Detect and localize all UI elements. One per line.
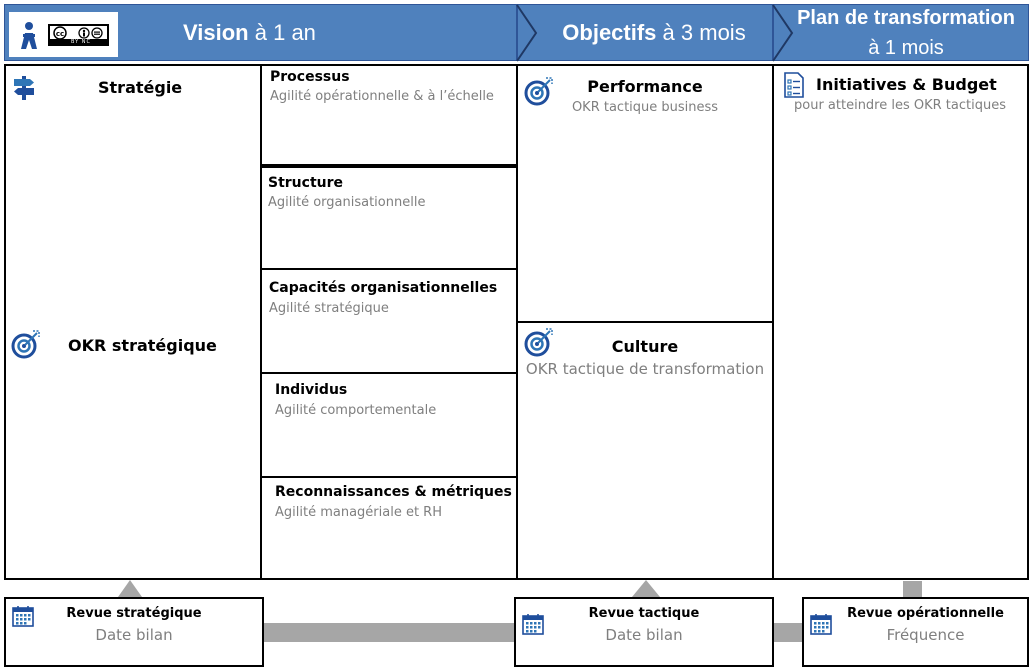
strategie-title: Stratégie: [98, 78, 183, 97]
up-arrow-strategique: [118, 580, 142, 597]
creative-commons-license-icon: cc BY NC: [48, 24, 109, 46]
culture-title: Culture: [611, 337, 679, 356]
header-vision-bold: Vision: [183, 20, 249, 45]
performance-panel: Performance OKR tactique business: [516, 64, 774, 323]
target-icon: [524, 328, 553, 357]
logo-box: cc BY NC: [9, 12, 118, 57]
review-strategique: Revue stratégique Date bilan: [4, 597, 264, 667]
section-title: Individus: [275, 382, 348, 398]
review-subtitle: Date bilan: [95, 626, 173, 644]
section-title: Processus: [270, 69, 350, 85]
culture-panel: Culture OKR tactique de transformation: [516, 321, 774, 580]
section-processus: Processus Agilité opérationnelle & à l’é…: [260, 64, 518, 166]
left-arrow-body-tactique: [772, 623, 804, 642]
header-plan: Plan de transformation à 1 mois: [773, 4, 1029, 61]
section-individus: Individus Agilité comportementale: [260, 372, 518, 478]
review-subtitle: Date bilan: [605, 626, 683, 644]
initiatives-subtitle: pour atteindre les OKR tactiques: [794, 98, 1006, 113]
target-icon: [11, 330, 40, 359]
culture-subtitle: OKR tactique de transformation: [525, 360, 765, 378]
header-objectifs-rest: à 3 mois: [662, 19, 746, 45]
calendar-icon: [522, 614, 544, 635]
section-title: Capacités organisationnelles: [269, 280, 498, 296]
review-title: Revue tactique: [588, 606, 700, 621]
calendar-icon: [810, 614, 832, 635]
initiatives-title: Initiatives & Budget: [816, 75, 997, 94]
section-subtitle: Agilité managériale et RH: [275, 505, 442, 520]
review-subtitle: Fréquence: [886, 626, 965, 644]
connector-operationnelle: [903, 581, 922, 598]
performance-title: Performance: [587, 77, 703, 96]
review-tactique: Revue tactique Date bilan: [514, 597, 774, 667]
section-capacites: Capacités organisationnelles Agilité str…: [260, 268, 518, 374]
performance-subtitle: OKR tactique business: [571, 100, 719, 115]
review-title: Revue stratégique: [66, 606, 202, 621]
review-operationnelle: Revue opérationnelle Fréquence: [802, 597, 1029, 667]
calendar-icon: [12, 606, 34, 627]
header-plan-line2: à 1 mois: [868, 36, 944, 59]
vision-left-panel: Stratégie OKR stratégique: [4, 64, 262, 580]
section-subtitle: Agilité opérationnelle & à l’échelle: [270, 89, 494, 104]
header-objectifs: Objectifs à 3 mois: [517, 4, 773, 61]
review-title: Revue opérationnelle: [847, 606, 1004, 621]
header-vision-rest: à 1 an: [254, 20, 316, 45]
svg-text:cc: cc: [56, 30, 64, 38]
person-logo-icon: [21, 22, 37, 49]
up-arrow-tactique: [632, 580, 660, 597]
okr-strategique-title: OKR stratégique: [68, 336, 217, 355]
left-arrow-body-strategique: [264, 623, 514, 642]
checklist-icon: [784, 72, 804, 98]
header-plan-line1: Plan de transformation: [797, 6, 1015, 29]
section-title: Reconnaissances & métriques: [275, 484, 512, 500]
license-text: BY NC: [71, 39, 92, 45]
section-subtitle: Agilité comportementale: [275, 403, 437, 418]
section-structure: Structure Agilité organisationnelle: [260, 166, 518, 270]
section-subtitle: Agilité stratégique: [269, 301, 389, 316]
section-subtitle: Agilité organisationnelle: [268, 195, 426, 210]
initiatives-panel: Initiatives & Budget pour atteindre les …: [772, 64, 1029, 580]
header-chevron-separators: [516, 4, 794, 62]
signpost-icon: [14, 76, 34, 100]
header-objectifs-bold: Objectifs: [562, 19, 657, 45]
section-title: Structure: [268, 175, 344, 191]
section-reconnaissances: Reconnaissances & métriques Agilité mana…: [260, 476, 518, 580]
target-icon: [524, 77, 553, 106]
